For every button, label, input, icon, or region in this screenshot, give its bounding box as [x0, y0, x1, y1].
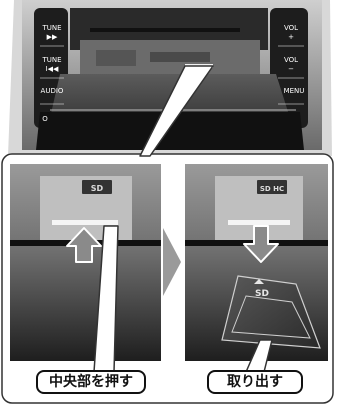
press-panel: SD: [10, 164, 161, 361]
tune-down-icon: I◀◀: [46, 65, 59, 73]
tune-down-label: TUNE: [41, 56, 61, 64]
tune-up-icon: ▶▶: [47, 33, 58, 41]
vol-down-icon: −: [288, 65, 294, 73]
sd-slot-right: [228, 220, 290, 225]
vol-up-label: VOL: [284, 24, 298, 32]
remove-label: 取り出す: [207, 370, 303, 394]
vol-up-icon: +: [288, 33, 294, 41]
svg-text:SD HC: SD HC: [260, 185, 284, 193]
audio-label: AUDIO: [41, 87, 64, 95]
remove-panel: SD HC SD: [185, 164, 328, 361]
svg-text:SD: SD: [255, 289, 269, 299]
vol-down-label: VOL: [284, 56, 298, 64]
sd-slot-left: [52, 220, 118, 225]
power-button-label: O: [42, 115, 48, 123]
svg-text:SD: SD: [91, 184, 104, 193]
tune-up-label: TUNE: [41, 24, 61, 32]
press-center-label: 中央部を押す: [36, 370, 146, 394]
menu-label: MENU: [284, 87, 305, 95]
